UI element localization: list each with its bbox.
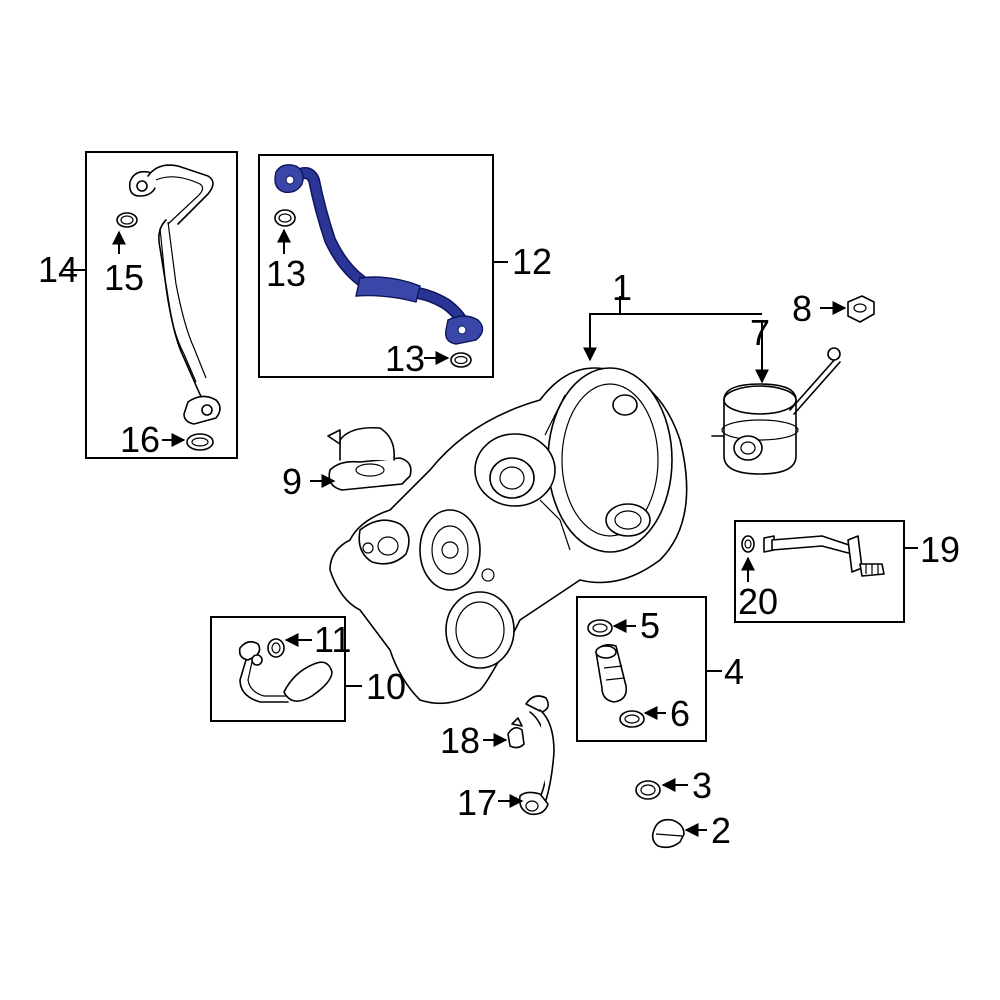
callout-11: 11	[314, 619, 351, 660]
group-19-box[interactable]	[734, 520, 918, 623]
callout-1: 1	[612, 267, 632, 308]
callout-17: 17	[457, 782, 497, 823]
callout-16: 16	[120, 419, 160, 460]
seal-part-3[interactable]	[635, 780, 661, 800]
coolant-pipe-part-19[interactable]	[763, 535, 885, 577]
clip-part-18[interactable]	[507, 717, 525, 749]
coolant-line-part-10[interactable]	[238, 640, 333, 703]
nut-part-8[interactable]	[847, 295, 875, 323]
group-10-box[interactable]	[210, 616, 362, 722]
wastegate-actuator-part-7[interactable]	[711, 347, 841, 475]
callout-14: 14	[38, 249, 78, 290]
coolant-hose-part-17[interactable]	[518, 695, 555, 816]
callout-15: 15	[104, 257, 144, 298]
group-12-box[interactable]	[258, 154, 508, 378]
seal-part-20[interactable]	[741, 535, 755, 553]
callout-18: 18	[440, 720, 480, 761]
callout-4: 4	[724, 651, 744, 692]
callout-19: 19	[920, 529, 960, 570]
seal-part-11[interactable]	[267, 638, 285, 658]
callout-6: 6	[670, 693, 690, 734]
group-4-box[interactable]	[576, 596, 722, 742]
plug-part-2[interactable]	[651, 818, 685, 849]
seal-part-13-upper[interactable]	[274, 209, 296, 227]
callout-13-upper: 13	[266, 253, 306, 294]
oil-return-line-part-12[interactable]	[274, 164, 484, 345]
callout-20: 20	[738, 581, 778, 622]
seal-part-5[interactable]	[587, 619, 613, 637]
turbocharger-part-1[interactable]	[329, 367, 688, 705]
callout-9: 9	[282, 461, 302, 502]
seal-part-6[interactable]	[619, 710, 645, 728]
callout-7: 7	[750, 312, 770, 353]
vacuum-valve-part-9[interactable]	[327, 426, 412, 491]
callout-5: 5	[640, 605, 660, 646]
group-14-box[interactable]	[62, 151, 238, 459]
seal-part-16[interactable]	[186, 433, 214, 451]
oil-feed-line-part-14[interactable]	[128, 164, 221, 425]
callout-3: 3	[692, 765, 712, 806]
connector-part-4[interactable]	[595, 644, 628, 703]
seal-part-13-lower[interactable]	[450, 352, 472, 368]
callout-2: 2	[711, 810, 731, 851]
callout-13-lower: 13	[385, 338, 425, 379]
callout-12: 12	[512, 241, 552, 282]
callout-10: 10	[366, 666, 406, 707]
callout-8: 8	[792, 288, 812, 329]
seal-part-15[interactable]	[116, 212, 138, 228]
